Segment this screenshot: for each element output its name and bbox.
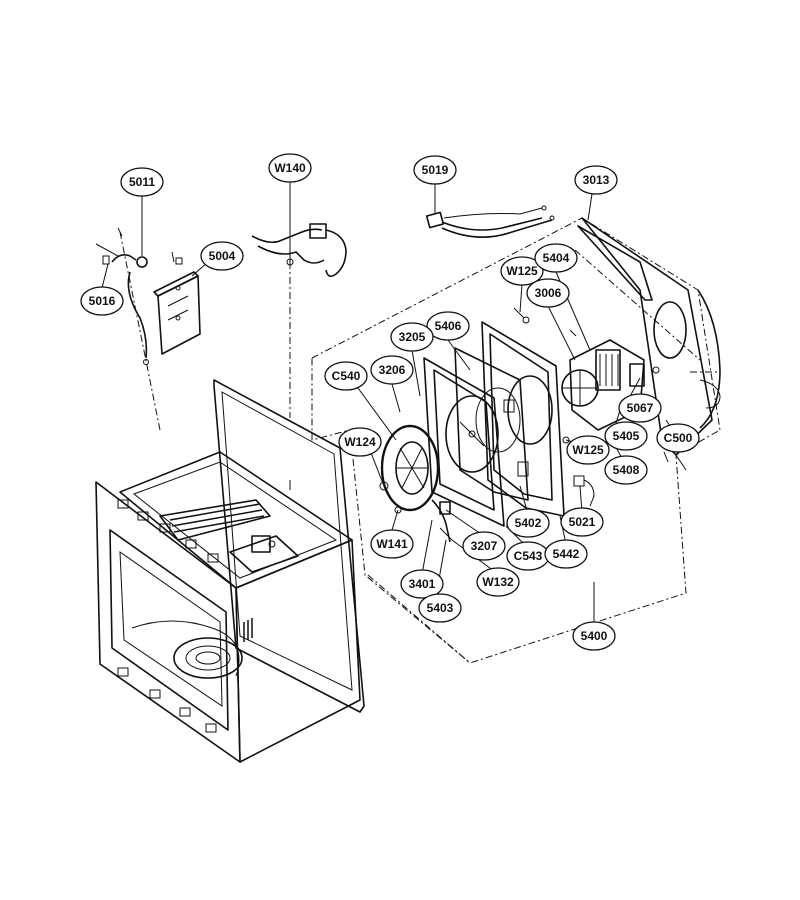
callout-c543: C543 <box>506 541 550 571</box>
back-cover-3013 <box>577 217 721 471</box>
callout-3013: 3013 <box>574 165 618 195</box>
callout-5442: 5442 <box>544 539 588 569</box>
svg-text:5004: 5004 <box>209 249 236 263</box>
callout-5067: 5067 <box>618 393 662 423</box>
svg-text:W125: W125 <box>506 264 538 278</box>
svg-text:W141: W141 <box>376 537 408 551</box>
harness-5019 <box>425 205 555 238</box>
bracket-5004-assembly <box>95 227 201 365</box>
assembly-5400-boundary <box>119 217 721 664</box>
callout-5016: 5016 <box>80 286 124 316</box>
callout-w141: W141 <box>370 529 414 559</box>
callout-w125-bottom: W125 <box>566 435 610 465</box>
callout-5011: 5011 <box>120 167 164 197</box>
svg-text:W132: W132 <box>482 575 514 589</box>
harness-w140 <box>251 206 347 278</box>
callout-5408: 5408 <box>604 455 648 485</box>
callout-5404: 5404 <box>534 243 578 273</box>
callout-5402: 5402 <box>506 508 550 538</box>
callout-w124: W124 <box>338 427 382 457</box>
svg-text:5408: 5408 <box>613 463 640 477</box>
svg-text:5067: 5067 <box>627 401 654 415</box>
callout-3006: 3006 <box>526 278 570 308</box>
svg-text:5400: 5400 <box>581 629 608 643</box>
callout-c540: C540 <box>324 361 368 391</box>
svg-text:5016: 5016 <box>89 294 116 308</box>
svg-text:5402: 5402 <box>515 516 542 530</box>
callout-5019: 5019 <box>413 155 457 185</box>
svg-text:3401: 3401 <box>409 577 436 591</box>
callout-3401: 3401 <box>400 569 444 599</box>
callout-3207: 3207 <box>462 531 506 561</box>
svg-text:5011: 5011 <box>129 175 155 189</box>
svg-text:C543: C543 <box>514 549 543 563</box>
svg-text:W140: W140 <box>274 161 306 175</box>
callout-5004: 5004 <box>200 241 244 271</box>
svg-text:5442: 5442 <box>553 547 580 561</box>
callout-w140: W140 <box>268 153 312 183</box>
svg-text:5021: 5021 <box>569 515 596 529</box>
panel-5402 <box>481 321 565 517</box>
callout-5403: 5403 <box>418 593 462 623</box>
callout-3205: 3205 <box>390 322 434 352</box>
svg-text:5019: 5019 <box>422 163 449 177</box>
callout-c500: C500 <box>656 423 700 453</box>
oven-cavity <box>95 379 365 763</box>
svg-text:C540: C540 <box>332 369 361 383</box>
frame-front <box>423 357 505 527</box>
callout-w132: W132 <box>476 567 520 597</box>
svg-text:C500: C500 <box>664 431 693 445</box>
svg-text:5406: 5406 <box>435 319 462 333</box>
svg-text:3205: 3205 <box>399 330 426 344</box>
small-parts <box>513 307 621 507</box>
svg-text:3206: 3206 <box>379 363 406 377</box>
callout-5021: 5021 <box>560 507 604 537</box>
svg-text:5403: 5403 <box>427 601 454 615</box>
svg-text:W124: W124 <box>344 435 376 449</box>
svg-text:5404: 5404 <box>543 251 570 265</box>
svg-text:3013: 3013 <box>583 173 610 187</box>
callout-5405: 5405 <box>604 421 648 451</box>
callout-5400: 5400 <box>572 621 616 651</box>
callout-5406: 5406 <box>426 311 470 341</box>
svg-text:3207: 3207 <box>471 539 498 553</box>
svg-text:5405: 5405 <box>613 429 640 443</box>
callout-3206: 3206 <box>370 355 414 385</box>
svg-text:3006: 3006 <box>535 286 562 300</box>
callout-w125-top: W125 <box>500 256 544 286</box>
svg-text:W125: W125 <box>572 443 604 457</box>
heater-fan <box>379 424 453 543</box>
